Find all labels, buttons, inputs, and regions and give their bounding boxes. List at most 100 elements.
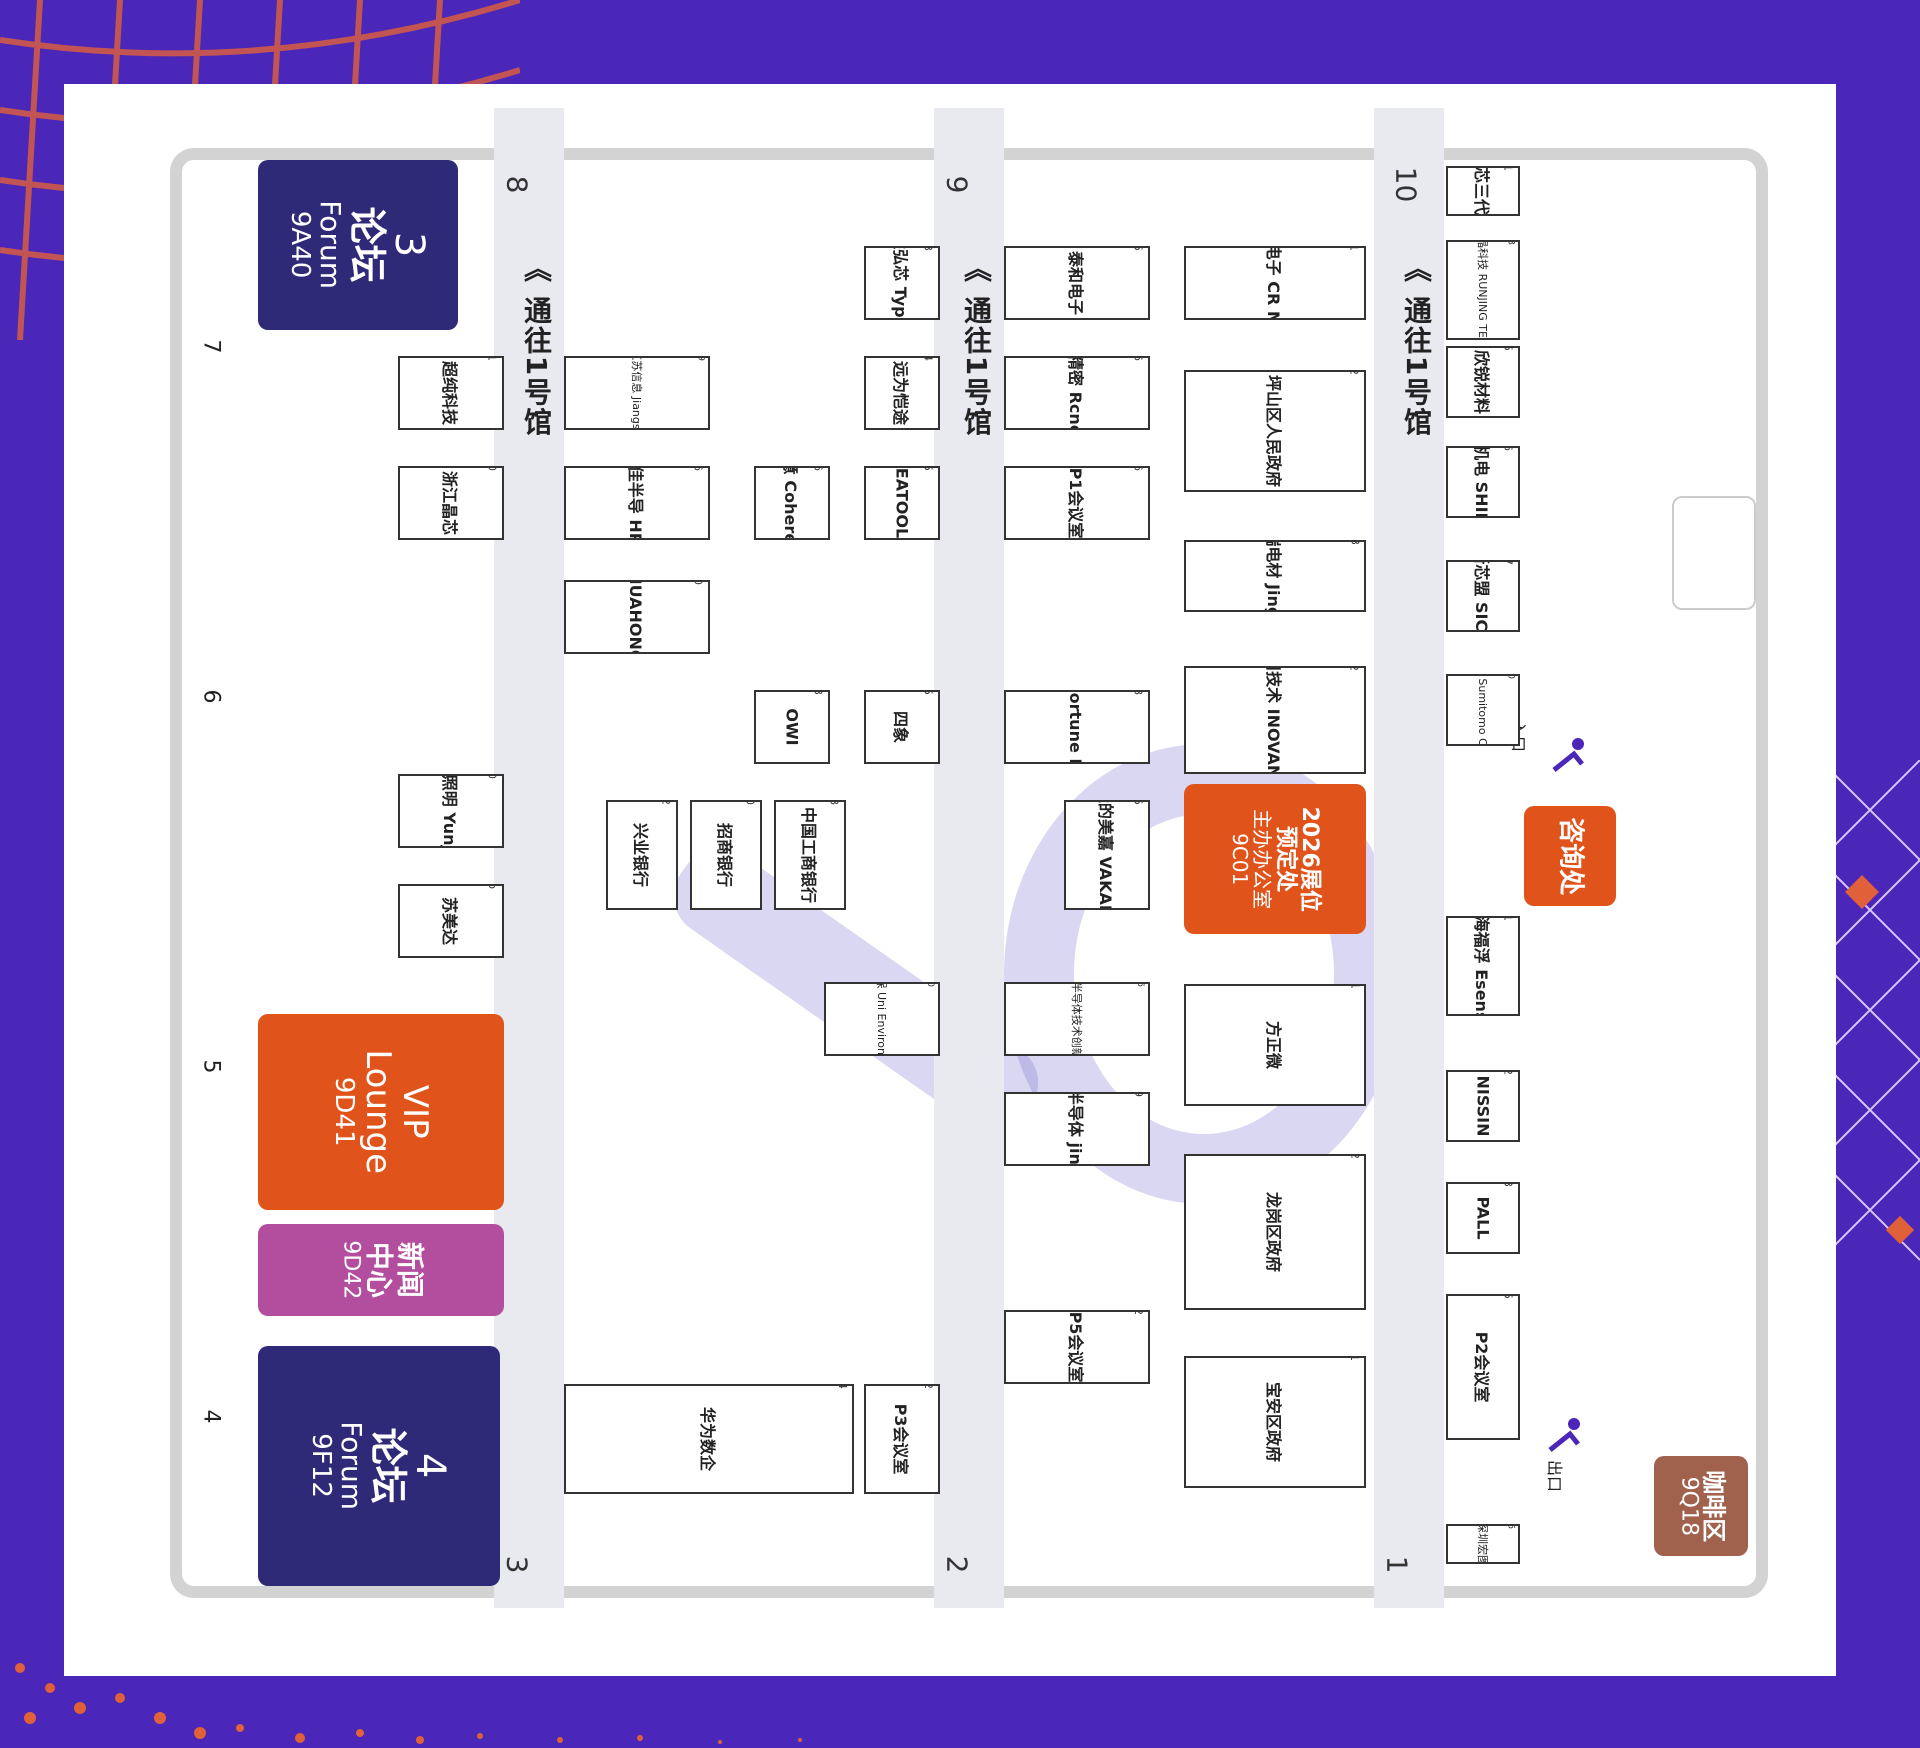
booth-9Q11[interactable]: 9Q11 上海福浮 Esense bbox=[1446, 916, 1520, 1016]
booth-9A01[interactable]: 9A01 华润微电子 CR MICRO bbox=[1184, 246, 1366, 320]
booth-name: 华虹集团 HUAHONG GROUP bbox=[625, 582, 649, 652]
booth-9Q13[interactable]: 9Q13 PALL bbox=[1446, 1182, 1520, 1254]
booth-9A05[interactable]: 9A05 泰和电子 bbox=[1004, 246, 1150, 320]
booth-9E14[interactable]: 9E14 华为数企 bbox=[564, 1384, 854, 1494]
booth-9C08[interactable]: 9C08 中国工商银行 bbox=[774, 800, 846, 910]
booth-name: 朗德精密 Rcneind bbox=[1066, 356, 1085, 430]
booth-id: 9A01 bbox=[1348, 248, 1361, 251]
booth-9A31[interactable]: 9A31 超纯科技 bbox=[398, 356, 504, 430]
booth-9D10[interactable]: 9D10 优质环保 Uni Environmental bbox=[824, 982, 940, 1056]
restroom-icon bbox=[1672, 496, 1756, 610]
booth-9C05[interactable]: 9C05 佳的美嘉 VAKAIR bbox=[1064, 800, 1150, 910]
booth-id: 9Q06 bbox=[1502, 448, 1515, 451]
booth-id: 9D13 bbox=[1348, 542, 1361, 545]
booth-name: P3会议室 bbox=[891, 1403, 910, 1475]
booth-9A15[interactable]: 9A15 SEATOOLS bbox=[864, 466, 940, 540]
booth-name: 龙岗区政府 bbox=[1264, 1191, 1283, 1273]
aisle-label-1: 1 bbox=[1380, 1555, 1414, 1574]
booth-9Q06[interactable]: 9Q06 世强机电 SHIHAO bbox=[1446, 446, 1520, 518]
booth-9Q10[interactable]: 9Q10 住友化学 Sumitomo Chemical bbox=[1446, 674, 1520, 746]
forum-4-block[interactable]: 4 论坛 Forum 9F12 bbox=[258, 1346, 500, 1586]
decorative-dots bbox=[15, 1663, 802, 1744]
booth-9Q03[interactable]: 9Q03 润晶科技 RUNJING TECH bbox=[1446, 240, 1520, 340]
booth-reservation-office[interactable]: 2026展位 预定处 主办办公室 9C01 bbox=[1184, 784, 1366, 934]
booth-9D01[interactable]: 9D01 方正微 bbox=[1184, 984, 1366, 1106]
side-marker-6: 6 bbox=[198, 689, 224, 704]
side-marker-4: 4 bbox=[198, 1409, 224, 1424]
forum-3-block[interactable]: 3 论坛 Forum 9A40 bbox=[258, 160, 458, 330]
booth-9B20[interactable]: 9B20 华虹集团 HUAHONG GROUP bbox=[564, 580, 710, 654]
booth-id: 9Q16 bbox=[1505, 1526, 1515, 1529]
side-marker-5: 5 bbox=[198, 1059, 224, 1074]
booth-name: 兴业银行 bbox=[631, 822, 650, 888]
booth-id: 9C10 bbox=[744, 802, 757, 805]
vip-title-2: Lounge bbox=[357, 1049, 398, 1175]
to-hall1-sign-1: 《 通往1号馆 bbox=[520, 254, 553, 438]
booth-9Q07[interactable]: 9Q07 新芯盟 SICA bbox=[1446, 560, 1520, 632]
booth-name: 超纯科技 bbox=[440, 360, 459, 426]
booth-9Q05[interactable]: 9Q05 欣锐材料 bbox=[1446, 346, 1520, 418]
booth-name: 佳的美嘉 VAKAIR bbox=[1096, 800, 1115, 910]
cafe-area[interactable]: 咖啡区 9Q18 bbox=[1654, 1456, 1748, 1556]
booth-9C12[interactable]: 9C12 兴业银行 bbox=[606, 800, 678, 910]
booth-id: 9B13 bbox=[812, 692, 825, 695]
booth-id: 9A14 bbox=[922, 358, 935, 361]
booth-9A26[interactable]: 9A26 八佳半导 HPC bbox=[564, 466, 710, 540]
booth-id: 9B08 bbox=[1132, 692, 1145, 695]
cafe-title: 咖啡区 bbox=[1699, 1469, 1728, 1542]
booth-9A16[interactable]: 9A16 高意 Coherent bbox=[754, 466, 830, 540]
booth-9B13[interactable]: 9B13 OWI bbox=[754, 690, 830, 764]
booth-name: 创胜弘芯 Typical bbox=[891, 246, 910, 320]
booth-9Q16[interactable]: 9Q16 深圳宏图 bbox=[1446, 1524, 1520, 1564]
booth-9B02[interactable]: 9B02 汇川技术 INOVANCE bbox=[1184, 666, 1366, 774]
booth-9C20[interactable]: 9C20 云镜照明 Yunjing bbox=[398, 774, 504, 848]
booth-name: 住友化学 Sumitomo Chemical bbox=[1475, 676, 1491, 744]
info-desk-label: 咨询处 bbox=[1555, 816, 1586, 896]
booth-9E12[interactable]: 9E12 P3会议室 bbox=[864, 1384, 940, 1494]
booth-9D13[interactable]: 9D13 晶瑞电材 Jingru bbox=[1184, 540, 1366, 612]
news-center-block[interactable]: 新闻 中心 9D42 bbox=[258, 1224, 504, 1316]
to-hall1-sign-3: 《 通往1号馆 bbox=[1400, 254, 1433, 438]
booth-9D02[interactable]: 9D02 龙岗区政府 bbox=[1184, 1154, 1366, 1310]
booth-name: 晶瑞电材 Jingru bbox=[1264, 540, 1283, 612]
booth-9B30[interactable]: 9B30 浙江晶芯 bbox=[398, 466, 504, 540]
aisle-8-3: 8 3 bbox=[494, 108, 564, 1608]
booth-9E02[interactable]: 9E02 P5会议室 bbox=[1004, 1310, 1150, 1384]
forum-4-en: Forum bbox=[334, 1421, 368, 1511]
booth-9Q15[interactable]: 9Q15 P2会议室 bbox=[1446, 1294, 1520, 1440]
reserve-line-2: 预定处 bbox=[1272, 825, 1298, 893]
news-title-1: 新闻 bbox=[392, 1241, 426, 1298]
booth-9C10[interactable]: 9C10 招商银行 bbox=[690, 800, 762, 910]
vip-id: 9D41 bbox=[328, 1077, 359, 1147]
booth-9B06[interactable]: 9B06 P1会议室 bbox=[1004, 466, 1150, 540]
aisle-label-10: 10 bbox=[1389, 166, 1423, 203]
booth-9E01[interactable]: 9E01 宝安区政府 bbox=[1184, 1356, 1366, 1488]
booth-9F14[interactable]: 9E14b 苏美达 bbox=[398, 884, 504, 958]
booth-id: 9C08 bbox=[828, 802, 841, 805]
booth-9A14[interactable]: 9A14 远为恺途 bbox=[864, 356, 940, 430]
aisle-label-8: 8 bbox=[500, 175, 534, 194]
booth-id: 9A15 bbox=[922, 468, 935, 471]
booth-9B15[interactable]: 9B15 四象 bbox=[864, 690, 940, 764]
booth-9A06[interactable]: 9A06 朗德精密 Rcneind bbox=[1004, 356, 1150, 430]
booth-name: 坪山区人民政府 bbox=[1264, 374, 1283, 488]
booth-9A29[interactable]: 9A29 江苏信息 Jiangsu bbox=[564, 356, 710, 430]
booth-name: 远为恺途 bbox=[891, 360, 910, 426]
booth-9Q01[interactable]: 9Q01 芯三代 bbox=[1446, 166, 1520, 216]
booth-name: 八佳半导 HPC bbox=[626, 466, 645, 540]
booth-9D06[interactable]: 9D06 国家第三代半导体技术创新中心(深圳) bbox=[1004, 982, 1150, 1056]
booth-name: 新微半导体 jingrui bbox=[1066, 1092, 1085, 1166]
booth-id: 9A16 bbox=[812, 468, 825, 471]
booth-9Q12[interactable]: 9Q12 NISSIN bbox=[1446, 1070, 1520, 1142]
booth-id: 9Q15 bbox=[1502, 1296, 1515, 1299]
booth-9E09[interactable]: 9E09 新微半导体 jingrui bbox=[1004, 1092, 1150, 1166]
booth-9A13[interactable]: 9A13 创胜弘芯 Typical bbox=[864, 246, 940, 320]
booth-9A02[interactable]: 9A02 坪山区人民政府 bbox=[1184, 370, 1366, 492]
booth-9B08[interactable]: 9B08 普创精密 Fortune Precision bbox=[1004, 690, 1150, 764]
vip-lounge-block[interactable]: VIP Lounge 9D41 bbox=[258, 1014, 504, 1210]
booth-id: 9B15 bbox=[922, 692, 935, 695]
info-desk[interactable]: 咨询处 bbox=[1524, 806, 1616, 906]
cafe-id: 9Q18 bbox=[1675, 1476, 1701, 1536]
forum-3-number: 3 bbox=[385, 232, 432, 258]
booth-id: 9E01 bbox=[1348, 1358, 1361, 1361]
